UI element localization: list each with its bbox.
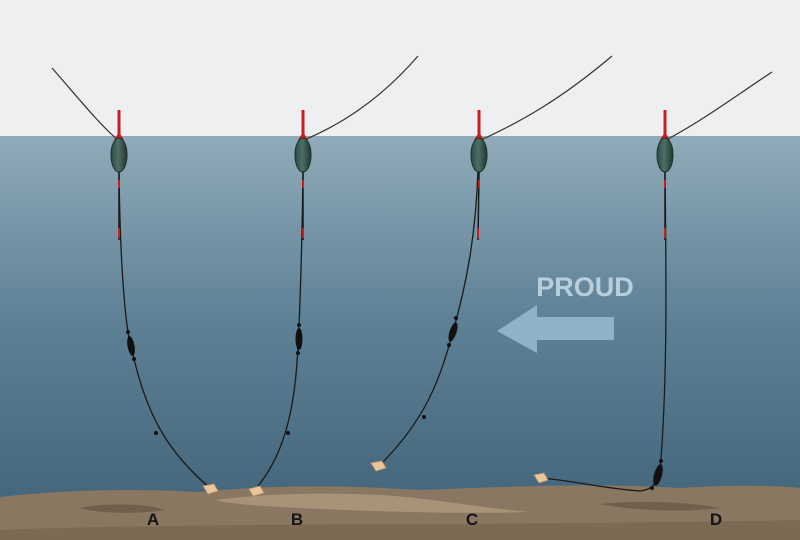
dropper-c [422, 415, 426, 419]
olivette-b [295, 328, 303, 350]
shotting [126, 316, 663, 490]
float-a [110, 110, 128, 240]
float-c [470, 110, 488, 241]
float-d [656, 110, 674, 240]
rod-line-a [51, 67, 119, 141]
bait-a [202, 483, 219, 495]
olivette-c [448, 322, 458, 342]
shot-a-1 [126, 330, 130, 334]
sky [0, 0, 800, 136]
rig-label-a: A [147, 510, 159, 529]
shot-d-2 [650, 486, 654, 490]
shot-a-2 [132, 357, 136, 361]
olivette-a [127, 336, 135, 356]
rod-line-d [665, 71, 773, 141]
rig-label-c: C [466, 510, 478, 529]
bait-c [370, 460, 387, 472]
bait-d [533, 472, 549, 484]
dropper-b [286, 431, 290, 435]
current-label: PROUD [536, 272, 634, 302]
water [0, 136, 800, 540]
current-arrow-icon [497, 305, 614, 353]
rod-line-b [303, 55, 419, 141]
dropper-a [154, 431, 158, 435]
float-b [294, 110, 312, 240]
riverbed [0, 485, 800, 540]
bait-b [248, 485, 265, 497]
rod-line-c [480, 55, 613, 141]
rig-label-b: B [291, 510, 303, 529]
shot-c-1 [454, 316, 458, 320]
rig-label-d: D [710, 510, 722, 529]
baits [202, 460, 549, 497]
shot-b-1 [297, 323, 301, 327]
rod-lines [51, 55, 773, 141]
shot-b-2 [296, 351, 300, 355]
rig-labels: A B C D [147, 510, 722, 529]
olivette-d [653, 464, 663, 486]
shot-d-1 [659, 459, 663, 463]
shot-c-2 [447, 343, 451, 347]
